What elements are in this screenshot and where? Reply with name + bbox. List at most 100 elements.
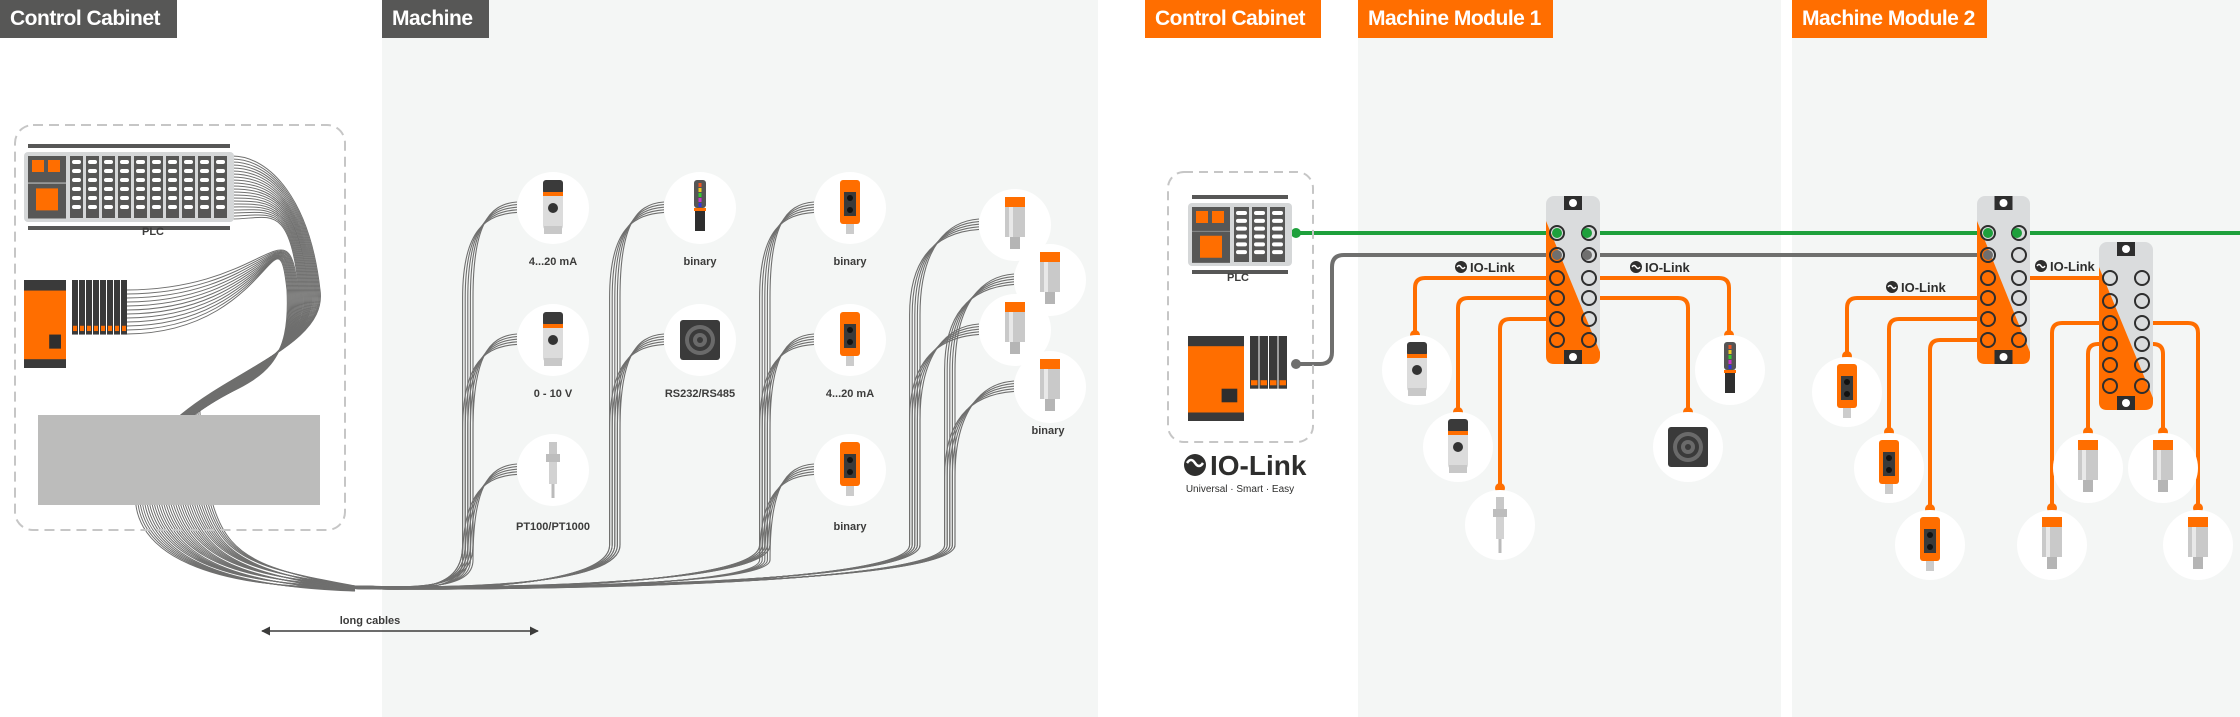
- cable: [354, 473, 518, 590]
- port[interactable]: [1581, 290, 1597, 306]
- iolink-cable: [1587, 296, 1690, 412]
- port[interactable]: [1549, 290, 1565, 306]
- port[interactable]: [1549, 225, 1565, 241]
- port[interactable]: [2134, 270, 2150, 286]
- inductive-sensor-icon: [2078, 440, 2098, 492]
- cable: [354, 390, 1015, 590]
- sensor-signal-label: 4...20 mA: [826, 388, 874, 400]
- sensor-1: [517, 304, 589, 376]
- machine-area-background: [382, 0, 1098, 717]
- inductive-sensor-icon: [2042, 517, 2062, 569]
- module2-sensor: [2128, 433, 2198, 503]
- rfid-reader-icon: [1668, 427, 1708, 467]
- port[interactable]: [1549, 311, 1565, 327]
- cable: [354, 221, 980, 588]
- iolink-label-m1-right: IO-Link: [1630, 260, 1691, 275]
- power-cable: [1296, 253, 1988, 366]
- cable: [354, 204, 518, 588]
- inductive-sensor-icon: [1005, 302, 1025, 354]
- port[interactable]: [2011, 270, 2027, 286]
- port[interactable]: [2011, 247, 2027, 263]
- cable: [354, 331, 980, 589]
- iolink-cable: [1845, 296, 1988, 356]
- cable: [354, 463, 518, 588]
- inductive-sensor-icon: [1040, 359, 1060, 411]
- plc-device: [24, 144, 234, 230]
- port[interactable]: [2134, 378, 2150, 394]
- pressure-sensor-icon: [1407, 342, 1427, 396]
- port[interactable]: [2102, 270, 2118, 286]
- cable: [354, 209, 518, 589]
- cable: [124, 258, 356, 590]
- sensor-6: [814, 304, 886, 376]
- iolink-master-module-1: [1546, 196, 1600, 364]
- temperature-probe-icon: [1493, 497, 1507, 553]
- module1-sensor: [1695, 335, 1765, 405]
- port[interactable]: [2102, 293, 2118, 309]
- port[interactable]: [1980, 311, 1996, 327]
- sensor-10: [979, 294, 1051, 366]
- cable: [354, 223, 980, 589]
- cable: [354, 323, 980, 588]
- port[interactable]: [1980, 225, 1996, 241]
- iolink-wave-icon: [1184, 454, 1206, 476]
- port[interactable]: [1980, 270, 1996, 286]
- sensor-2: [517, 434, 589, 506]
- cable: [354, 328, 980, 589]
- sensor-11: [1014, 351, 1086, 423]
- port[interactable]: [2102, 378, 2118, 394]
- sensor-0: [517, 172, 589, 244]
- sensor-signal-label: 4...20 mA: [529, 256, 577, 268]
- cable: [354, 228, 980, 590]
- port[interactable]: [2134, 336, 2150, 352]
- iolink-label-m2-right: IO-Link: [2035, 259, 2096, 274]
- photoelectric-sensor-icon: [1879, 440, 1899, 494]
- port[interactable]: [2134, 293, 2150, 309]
- port[interactable]: [1581, 311, 1597, 327]
- port[interactable]: [2011, 290, 2027, 306]
- sensor-signal-label: binary: [683, 256, 717, 268]
- port[interactable]: [2011, 332, 2027, 348]
- tag-control-cabinet-iolink: Control Cabinet: [1145, 0, 1321, 38]
- cable: [354, 341, 518, 589]
- long-cables-label: long cables: [340, 615, 401, 627]
- port[interactable]: [1549, 270, 1565, 286]
- port[interactable]: [1980, 247, 1996, 263]
- iolink-cable: [1887, 317, 1988, 432]
- port[interactable]: [1581, 332, 1597, 348]
- port[interactable]: [1549, 247, 1565, 263]
- cable: [354, 226, 980, 589]
- port[interactable]: [2134, 315, 2150, 331]
- port[interactable]: [2011, 311, 2027, 327]
- port[interactable]: [1581, 270, 1597, 286]
- conventional-cable-bundles: [124, 155, 1015, 592]
- iolink-logo-text: IO-Link: [1210, 450, 1307, 481]
- tag-control-cabinet-conventional: Control Cabinet: [0, 0, 177, 38]
- module2-sensor: [2163, 510, 2233, 580]
- terminal-block-area: [38, 415, 320, 505]
- module2-sensor: [1895, 510, 1965, 580]
- photoelectric-sensor-icon: [840, 442, 860, 496]
- iolink-tagline: Universal · Smart · Easy: [1186, 484, 1294, 495]
- port[interactable]: [2102, 357, 2118, 373]
- port[interactable]: [1980, 290, 1996, 306]
- sensor-4: [664, 304, 736, 376]
- sensor-9: [1014, 244, 1086, 316]
- port[interactable]: [2134, 357, 2150, 373]
- iolink-label-text: IO-Link: [1470, 260, 1516, 275]
- port[interactable]: [1980, 332, 1996, 348]
- iolink-cable: [2141, 342, 2165, 432]
- iolink-cable: [1456, 296, 1557, 412]
- cable: [354, 336, 518, 588]
- iolink-label-m1-left: IO-Link: [1455, 260, 1516, 275]
- module1-sensor: [1382, 335, 1452, 405]
- cable: [354, 333, 980, 590]
- port[interactable]: [2102, 315, 2118, 331]
- port[interactable]: [1549, 332, 1565, 348]
- port[interactable]: [2102, 336, 2118, 352]
- cable: [354, 338, 518, 589]
- inductive-sensor-icon: [1040, 252, 1060, 304]
- cable: [354, 201, 518, 588]
- module2-sensor: [2017, 510, 2087, 580]
